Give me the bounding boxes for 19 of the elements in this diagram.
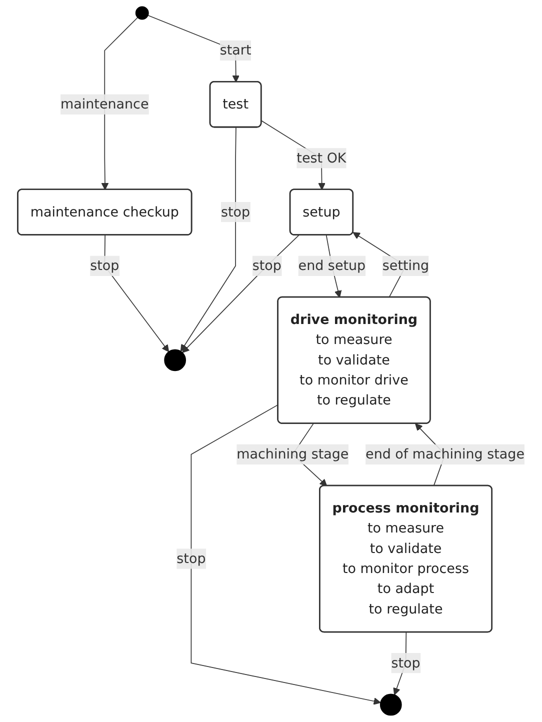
arrow [180,127,236,352]
edge-label: end of machining stage [365,446,524,462]
edge-label: end setup [298,257,366,274]
edge-label: setting [382,257,429,274]
node-circle [135,6,149,20]
edge-label: stop [220,204,250,220]
node-circle [380,694,402,716]
node-circle [164,349,186,372]
arrow [190,404,381,705]
arrow [182,234,300,353]
edge-label: machining stage [236,446,349,462]
edge-label: stop [176,550,206,566]
edge-label: test OK [296,150,346,166]
edge-label: stop [391,654,420,671]
arrow [101,17,138,190]
edge-label: stop [252,257,282,274]
edge-label: start [220,42,252,58]
edge-label: maintenance [60,96,149,112]
edge-label: stop [90,257,120,274]
